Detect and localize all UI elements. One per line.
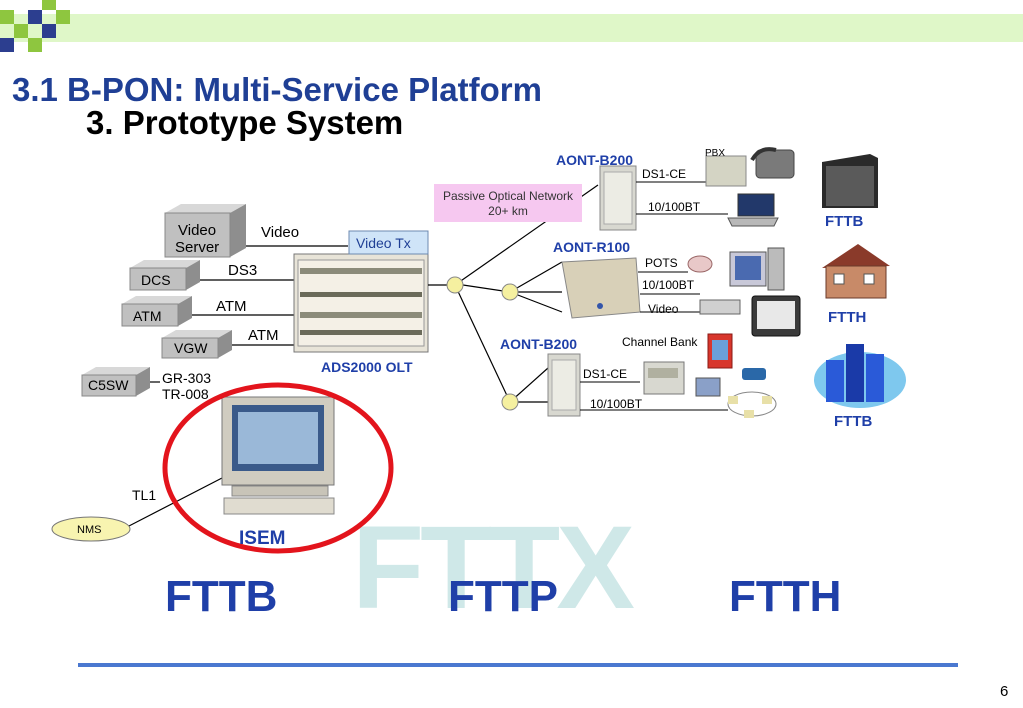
pbx-unit	[705, 155, 747, 187]
gr303-label: GR-303	[162, 370, 211, 386]
vgw-label: VGW	[174, 340, 208, 356]
page-number: 6	[1000, 683, 1009, 700]
bottom-fttb: FTTB	[165, 572, 278, 621]
aont-r100-unit	[561, 257, 641, 319]
ds1ce-top-label: DS1-CE	[642, 167, 686, 181]
tr008-label: TR-008	[162, 386, 209, 402]
bottom-fttp: FTTP	[448, 572, 558, 621]
olt-rack	[293, 253, 429, 353]
pots-phone-icon	[687, 255, 713, 273]
aont-b200-bottom-unit	[547, 353, 581, 417]
footer-divider	[78, 663, 958, 667]
pon-label-box	[434, 184, 582, 222]
link-ds3-label: DS3	[228, 262, 257, 279]
fttb-top-label: FTTB	[825, 213, 863, 230]
phone-icon	[750, 147, 795, 179]
isem-label: ISEM	[239, 528, 285, 549]
splitter-main	[446, 276, 464, 294]
ftth-mid-label: FTTH	[828, 309, 866, 326]
c5sw-box	[81, 367, 150, 397]
phone-booth-icon	[707, 333, 733, 369]
vgw-box	[161, 330, 232, 359]
atm-box	[121, 296, 192, 327]
aont-b200-top-unit	[599, 165, 637, 231]
small-pc-icon	[695, 377, 721, 397]
office-building-bottom-icon	[814, 344, 906, 408]
settop-box	[699, 299, 741, 315]
desktop-pc-icon	[729, 247, 785, 291]
slide-title: 3.1 B-PON: Multi-Service Platform	[12, 71, 542, 108]
splitter-bottom	[501, 393, 519, 411]
tl1-label: TL1	[132, 487, 156, 503]
isem-highlight-ellipse	[162, 382, 394, 554]
video-server-box	[164, 204, 246, 258]
channel-bank-label: Channel Bank	[622, 335, 698, 349]
aont-r100-label: AONT-R100	[553, 239, 630, 255]
video-tx-box	[348, 230, 429, 255]
slide-subtitle: 3. Prototype System	[86, 104, 404, 141]
house-icon	[822, 244, 890, 299]
eth-mid-label: 10/100BT	[642, 278, 695, 292]
fttx-watermark: FTTX	[352, 502, 635, 634]
top-banner	[0, 14, 1023, 42]
channel-bank-unit	[643, 361, 685, 395]
dcs-box	[129, 260, 200, 291]
pots-label: POTS	[645, 256, 678, 270]
olt-label: ADS2000 OLT	[321, 359, 413, 375]
eth-top-label: 10/100BT	[648, 200, 701, 214]
laptop-icon	[727, 193, 779, 227]
ds1ce-bottom-label: DS1-CE	[583, 367, 627, 381]
lan-ring-icon	[727, 391, 777, 418]
eth-bottom-label: 10/100BT	[590, 397, 643, 411]
video-server-label-line1: Video	[178, 222, 216, 239]
dcs-label: DCS	[141, 272, 171, 288]
video-server-label-line2: Server	[175, 239, 219, 256]
phone-blue-icon	[742, 368, 766, 380]
c5sw-label: C5SW	[88, 377, 129, 393]
link-atm2-label: ATM	[248, 327, 279, 344]
aont-b200-top-label: AONT-B200	[556, 152, 633, 168]
video-tx-label: Video Tx	[356, 235, 411, 251]
pon-label-line1: Passive Optical Network	[443, 189, 574, 203]
fttb-bottom-label: FTTB	[834, 413, 872, 430]
tv-icon	[751, 295, 801, 337]
nms-label: NMS	[77, 524, 101, 536]
video-mid-label: Video	[648, 302, 679, 316]
atm-label: ATM	[133, 308, 162, 324]
office-building-top-icon	[822, 154, 878, 208]
nms-oval	[51, 516, 131, 542]
pon-label-line2: 20+ km	[488, 204, 528, 218]
link-video-label: Video	[261, 224, 299, 241]
link-atm1-label: ATM	[216, 298, 247, 315]
isem-computer	[221, 396, 335, 515]
bottom-ftth: FTTH	[729, 572, 842, 621]
checker-logo	[0, 0, 70, 52]
splitter-mid	[501, 283, 519, 301]
aont-b200-bottom-label: AONT-B200	[500, 336, 577, 352]
pbx-label: PBX	[705, 148, 725, 159]
